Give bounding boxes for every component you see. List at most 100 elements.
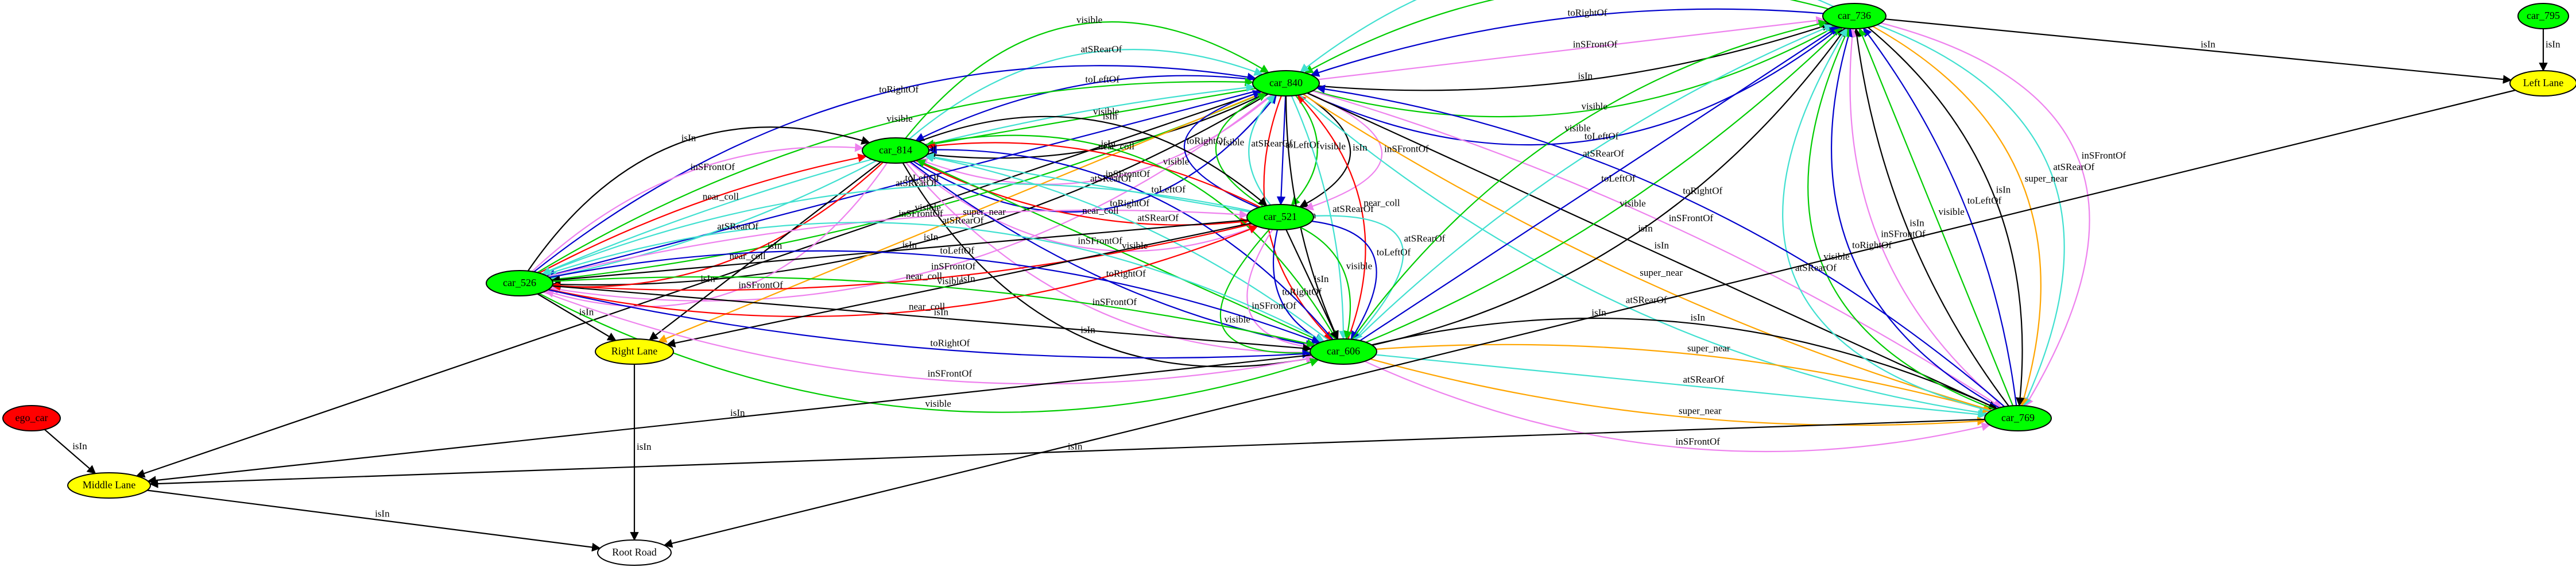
edge-label: inSFrontOf xyxy=(1093,296,1137,307)
edge-toRightOf xyxy=(1831,28,2000,408)
edge-visible xyxy=(905,21,1269,139)
edge-label: inSFrontOf xyxy=(1676,436,1721,447)
edge-visible xyxy=(1300,226,1353,340)
edge-label: toLeftOf xyxy=(940,245,974,256)
edge-atSRearOf xyxy=(541,183,1252,275)
edge-label: atSRearOf xyxy=(1683,374,1725,385)
edge-label: atSRearOf xyxy=(1251,138,1292,149)
node-label: car_736 xyxy=(1838,10,1871,21)
edge-label: isIn xyxy=(934,307,949,318)
edge-toLeftOf xyxy=(1311,221,1377,340)
node-shape xyxy=(1246,204,1314,230)
edge-label: toRightOf xyxy=(1106,268,1146,279)
edge-label: visible xyxy=(915,202,941,213)
edge-isIn xyxy=(1318,22,1831,91)
edge-label: visible xyxy=(1939,206,1965,217)
edge-toRightOf xyxy=(533,65,1257,273)
edge-label: inSFrontOf xyxy=(1252,300,1296,311)
node-shape xyxy=(486,270,553,296)
edge-super_near xyxy=(1376,344,1992,413)
node-label: Left Lane xyxy=(2523,77,2563,88)
edge-label: isIn xyxy=(1638,223,1653,234)
edge-inSFrontOf xyxy=(547,209,1249,277)
node-shape xyxy=(1822,3,1887,29)
node-root-road: Root Road xyxy=(597,539,672,566)
edge-near_coll xyxy=(539,153,867,274)
edge-label: isIn xyxy=(1101,138,1116,149)
node-shape xyxy=(2517,3,2569,29)
edge-label: super_near xyxy=(2025,173,2068,184)
node-car-769: car_769 xyxy=(1984,405,2052,431)
edge-toLeftOf xyxy=(1359,26,1839,341)
edge-label: inSFrontOf xyxy=(1881,229,1926,240)
edge-label: atSRearOf xyxy=(896,178,937,188)
edge-visible xyxy=(1365,27,1843,343)
node-shape xyxy=(2509,70,2576,97)
edge-label: visible xyxy=(1320,141,1346,152)
edge-label: atSRearOf xyxy=(1332,203,1374,214)
edge-visible xyxy=(537,78,1254,273)
edge-atSRearOf xyxy=(1291,95,1348,340)
edge-label: toRightOf xyxy=(1110,198,1149,209)
edge-label: visible xyxy=(1122,240,1148,251)
edge-toLeftOf xyxy=(1862,27,2017,406)
edge-toLeftOf xyxy=(928,145,1334,340)
node-shape xyxy=(597,539,672,566)
edge-super_near xyxy=(1302,94,1993,412)
edge-inSFrontOf xyxy=(1364,360,1991,453)
edge-label: toLeftOf xyxy=(905,172,940,183)
edge-label: isIn xyxy=(375,508,390,519)
edge-isIn xyxy=(149,418,1985,488)
edge-label: near_coll xyxy=(703,191,739,202)
edge-isIn xyxy=(527,126,870,272)
edge-atSRearOf xyxy=(909,49,1264,140)
edge-label: inSFrontOf xyxy=(1669,213,1714,223)
edge-label: atSRearOf xyxy=(1137,212,1179,223)
edge-label: visible xyxy=(1582,101,1607,112)
edge-visible xyxy=(551,92,1264,284)
edge-label: isIn xyxy=(902,240,917,250)
edge-isIn xyxy=(537,293,617,341)
node-label: ego_car xyxy=(16,412,48,423)
edge-visible xyxy=(1291,95,1318,206)
edge-label: isIn xyxy=(960,273,975,284)
edge-label: toRightOf xyxy=(1568,7,1607,18)
edge-super_near xyxy=(1872,25,2042,407)
edge-label: isIn xyxy=(1314,273,1329,284)
edge-label: visible xyxy=(1163,156,1189,167)
edge-label: isIn xyxy=(2546,39,2560,50)
node-car-795: car_795 xyxy=(2517,3,2569,29)
edge-atSRearOf xyxy=(1299,94,1988,417)
edge-label: toLeftOf xyxy=(1085,74,1120,85)
edge-isIn xyxy=(1868,26,2025,407)
edge-inSFrontOf xyxy=(549,94,1272,302)
edge-visible xyxy=(1219,229,1311,358)
edge-inSFrontOf xyxy=(1847,28,2005,407)
edge-label: near_coll xyxy=(1082,205,1119,216)
node-shape xyxy=(1252,70,1320,97)
edge-label: atSRearOf xyxy=(1795,263,1837,273)
edge-label: isIn xyxy=(768,240,783,251)
edge-label: inSFrontOf xyxy=(738,280,783,291)
node-shape xyxy=(1310,338,1377,365)
edge-label: isIn xyxy=(681,133,696,144)
node-car-521: car_521 xyxy=(1246,204,1314,230)
edge-atSRearOf xyxy=(1782,28,1991,412)
edge-inSFrontOf xyxy=(1318,16,1825,80)
edge-label: super_near xyxy=(1640,267,1683,278)
edge-label: isIn xyxy=(1909,217,1924,228)
edge-super_near xyxy=(1370,358,1986,426)
edge-label: super_near xyxy=(963,206,1006,217)
node-car-606: car_606 xyxy=(1310,338,1377,365)
edge-inSFrontOf xyxy=(1312,90,2002,408)
edge-toLeftOf xyxy=(546,90,1259,279)
edge-label: toRightOf xyxy=(1852,240,1892,250)
node-left-lane: Left Lane xyxy=(2509,70,2576,97)
edge-atSRearOf xyxy=(1300,0,1834,73)
edge-inSFrontOf xyxy=(1304,92,1383,211)
node-car-526: car_526 xyxy=(486,270,553,296)
edge-label: isIn xyxy=(1996,184,2011,195)
edge-toRightOf xyxy=(548,289,1312,359)
edge-label: visible xyxy=(1823,251,1849,262)
